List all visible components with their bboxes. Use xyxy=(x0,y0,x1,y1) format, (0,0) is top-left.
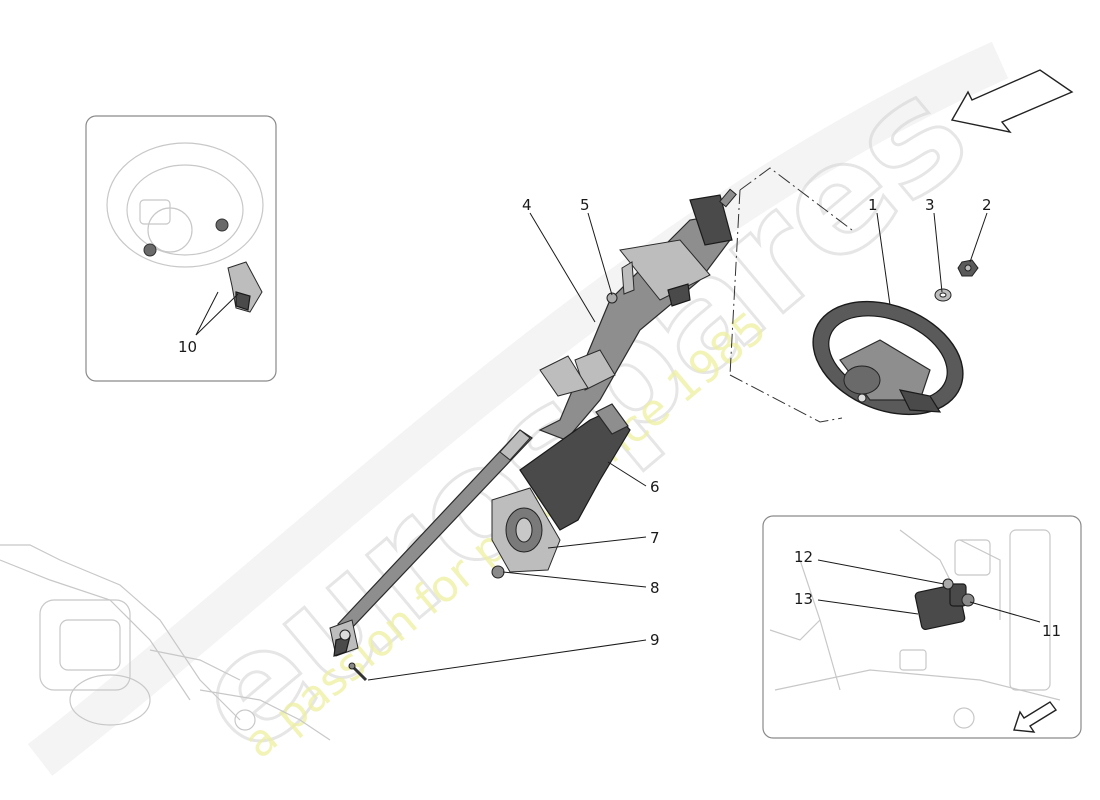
steering-rack-ghost xyxy=(0,544,331,741)
arrow-icon xyxy=(950,69,1074,134)
column-shroud xyxy=(519,403,631,531)
callout-1: 1 xyxy=(868,196,878,214)
callout-4: 4 xyxy=(522,196,532,214)
steering-column-assembly xyxy=(329,188,737,657)
direction-arrow-top xyxy=(950,69,1074,134)
callout-5: 5 xyxy=(580,196,590,214)
steering-wheel-washer xyxy=(934,288,952,302)
callout-3: 3 xyxy=(925,196,935,214)
callout-12: 12 xyxy=(794,548,813,566)
callout-9: 9 xyxy=(650,631,660,649)
callout-10: 10 xyxy=(178,338,197,356)
inset-steering-wheel-rear: 10 xyxy=(85,115,277,382)
steering-wheel-nut xyxy=(957,259,979,277)
leader-lines xyxy=(367,212,1041,681)
inset-floor-module xyxy=(762,515,1082,739)
alignment-lines xyxy=(729,167,853,423)
callout-13: 13 xyxy=(794,590,813,608)
callout-11: 11 xyxy=(1042,622,1061,640)
grommet-plug xyxy=(491,565,505,579)
arrow-icon xyxy=(1013,701,1058,733)
callout-7: 7 xyxy=(650,529,660,547)
column-boot xyxy=(491,487,561,573)
steering-wheel xyxy=(812,300,964,416)
callout-8: 8 xyxy=(650,579,660,597)
pinch-bolt xyxy=(348,662,368,682)
callout-2: 2 xyxy=(982,196,992,214)
callout-labels: 1 2 3 4 5 6 7 8 9 11 12 13 xyxy=(522,196,1061,649)
callout-6: 6 xyxy=(650,478,660,496)
